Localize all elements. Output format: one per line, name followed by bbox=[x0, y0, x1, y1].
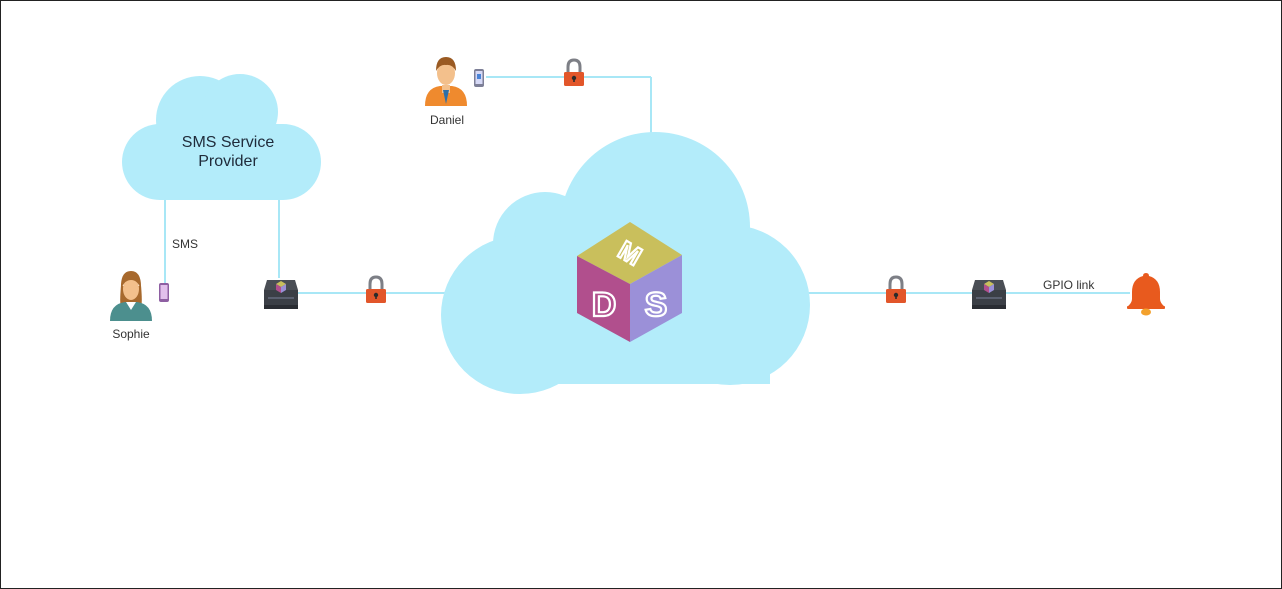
lock-icon bbox=[886, 275, 906, 303]
cube-letter-d: D bbox=[592, 286, 617, 324]
person-icon bbox=[425, 57, 467, 106]
router-icon bbox=[264, 280, 298, 309]
person-daniel bbox=[425, 57, 467, 106]
daniel-name-label: Daniel bbox=[430, 113, 464, 127]
sms-provider-cloud: SMS Service Provider bbox=[122, 74, 321, 200]
cube-letter-s: S bbox=[645, 286, 668, 324]
phone-icon bbox=[474, 69, 484, 87]
sophie-name-label: Sophie bbox=[112, 327, 150, 341]
sms-link-label: SMS bbox=[172, 237, 198, 251]
router-icon bbox=[972, 280, 1006, 309]
lock-icon bbox=[366, 275, 386, 303]
sms-provider-label-line1: SMS Service bbox=[182, 134, 275, 151]
main-cloud: M D S bbox=[441, 132, 810, 394]
person-icon bbox=[110, 271, 152, 321]
cube-logo-icon: M D S bbox=[577, 222, 682, 342]
cloud-icon bbox=[122, 74, 321, 200]
person-sophie bbox=[110, 271, 152, 321]
phone-icon bbox=[159, 283, 169, 302]
bell-icon bbox=[1127, 273, 1165, 316]
lock-icon bbox=[564, 58, 584, 86]
sms-provider-label-line2: Provider bbox=[198, 153, 258, 170]
gpio-link-label: GPIO link bbox=[1043, 278, 1095, 292]
